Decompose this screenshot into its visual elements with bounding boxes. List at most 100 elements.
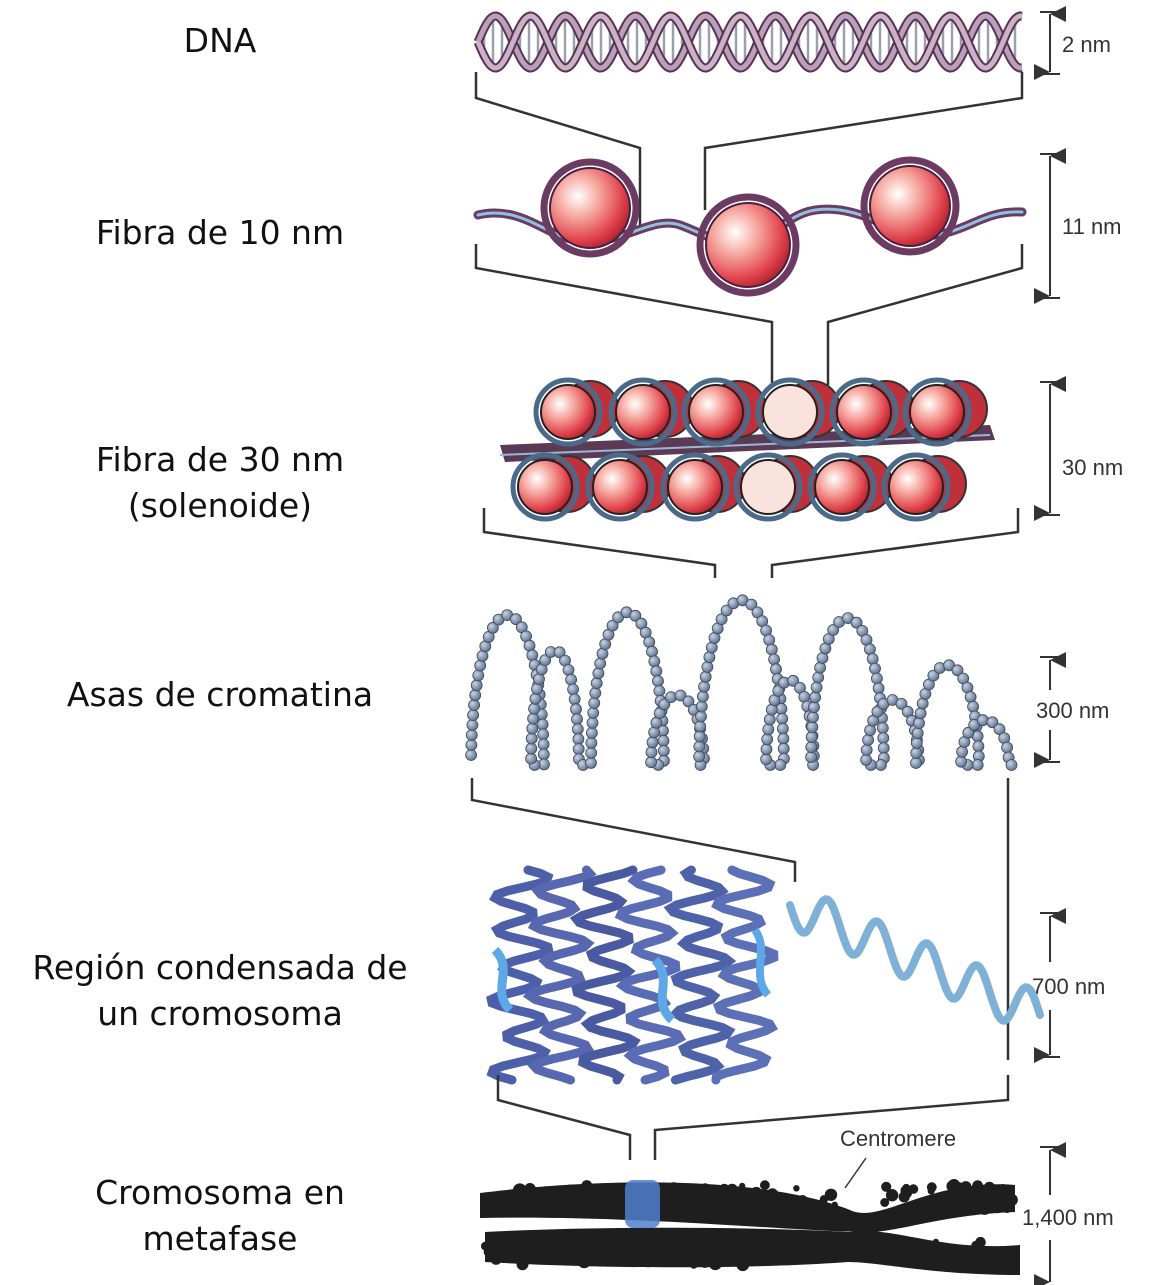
chromatin-bead <box>965 692 976 703</box>
chromatin-texture <box>927 1182 937 1192</box>
highlighted-region <box>625 1180 660 1228</box>
chromatin-bead <box>571 704 582 715</box>
chromatin-bead <box>807 722 818 733</box>
chromatin-bead <box>572 714 583 725</box>
chromatin-texture <box>799 1253 805 1259</box>
chromatin-texture <box>784 1251 792 1259</box>
chromatin-bead <box>769 654 780 665</box>
chromatin-bead <box>870 663 881 674</box>
chromatin-bead <box>532 683 543 694</box>
chromatin-bead <box>653 676 664 687</box>
chromatin-bead <box>526 743 537 754</box>
chromatin-texture <box>998 1184 1008 1194</box>
chromatin-texture <box>719 1184 729 1194</box>
chromatin-texture <box>637 1247 647 1257</box>
chromatin-texture <box>751 1249 762 1260</box>
chromatin-texture <box>540 1247 550 1257</box>
chromatin-bead <box>590 688 601 699</box>
chromatin-texture <box>715 1199 728 1212</box>
chromatin-texture <box>792 1240 801 1249</box>
chromatin-bead <box>806 752 817 763</box>
chromatin-texture <box>490 1201 499 1210</box>
nucleosome <box>837 385 891 439</box>
chromatin-texture <box>933 1239 939 1245</box>
chromatin-bead <box>973 741 984 752</box>
chromatin-bead <box>694 731 705 742</box>
chromatin-bead <box>649 656 660 667</box>
chromatin-bead <box>572 724 583 735</box>
chromatin-bead <box>815 662 826 673</box>
chromatin-texture <box>965 1258 972 1265</box>
chromatin-bead <box>811 682 822 693</box>
chromatin-bead <box>766 644 777 655</box>
chromatin-bead <box>867 653 878 664</box>
chromatin-texture <box>922 1255 933 1266</box>
chromatin-bead <box>806 742 817 753</box>
chromatin-bead <box>775 760 786 771</box>
chromatin-bead <box>646 747 657 758</box>
chromatin-texture <box>941 1250 953 1262</box>
chromatin-texture <box>739 1183 745 1189</box>
chromatin-texture <box>822 1240 834 1252</box>
chromatin-bead <box>702 662 713 673</box>
chromatin-bead <box>528 713 539 724</box>
chromatin-texture <box>631 1237 641 1247</box>
chromatin-texture <box>566 1201 577 1212</box>
chromatin-bead <box>537 719 548 730</box>
condensed-region <box>491 870 1040 1080</box>
nucleosome <box>910 385 964 439</box>
chromatin-bead <box>473 670 484 681</box>
chromatin-bead <box>1006 760 1017 771</box>
chromatin-bead <box>977 715 988 726</box>
chromatin-texture <box>589 1254 596 1261</box>
chromatin-bead <box>654 686 665 697</box>
chromatin-bead <box>694 751 705 762</box>
nucleosome <box>593 460 647 514</box>
chromatin-texture <box>599 1198 609 1208</box>
chromatin-texture <box>700 1244 707 1251</box>
chromatin-texture <box>545 1193 552 1200</box>
chromatin-bead <box>778 733 789 744</box>
chromatin-texture <box>984 1182 995 1193</box>
chromatin-texture <box>983 1258 992 1267</box>
chromatin-bead <box>587 717 598 728</box>
nucleosome <box>518 460 572 514</box>
chromatin-bead <box>593 668 604 679</box>
chromatin-texture <box>577 1255 591 1269</box>
fiber-10nm <box>478 160 1022 293</box>
chromatin-texture <box>507 1241 517 1251</box>
chromatin-bead <box>911 748 922 759</box>
chromatin-bead <box>696 701 707 712</box>
nucleosome <box>668 460 722 514</box>
chromatin-bead <box>697 691 708 702</box>
chromatin-bead <box>806 732 817 743</box>
chromatin-texture <box>552 1198 564 1210</box>
chromatin-bead <box>573 734 584 745</box>
chromatin-bead <box>586 747 597 758</box>
chromatin-bead <box>861 745 872 756</box>
chromatin-texture <box>710 1254 720 1264</box>
chromatin-bead <box>912 728 923 739</box>
nucleosome <box>763 385 817 439</box>
chromatin-bead <box>956 756 967 767</box>
chromatin-texture <box>917 1243 925 1251</box>
nucleosome <box>700 197 796 293</box>
chromatin-texture <box>512 1189 522 1199</box>
chromatin-texture <box>881 1244 893 1256</box>
chromatin-loops <box>466 595 1017 771</box>
chromatin-bead <box>761 744 772 755</box>
chromatin-bead <box>563 665 574 676</box>
chromatin-bead <box>915 708 926 719</box>
nucleosome <box>741 460 795 514</box>
chromatin-bead <box>589 698 600 709</box>
chromatin-bead <box>810 692 821 703</box>
chromatin-texture <box>711 1193 719 1201</box>
chromatin-texture <box>892 1235 902 1245</box>
chromatin-texture <box>956 1201 963 1208</box>
condensed-tail <box>790 899 1040 1020</box>
chromatin-bead <box>696 711 707 722</box>
chromatin-bead <box>647 646 658 657</box>
chromatin-texture <box>899 1251 907 1259</box>
chromatin-bead <box>646 757 657 768</box>
